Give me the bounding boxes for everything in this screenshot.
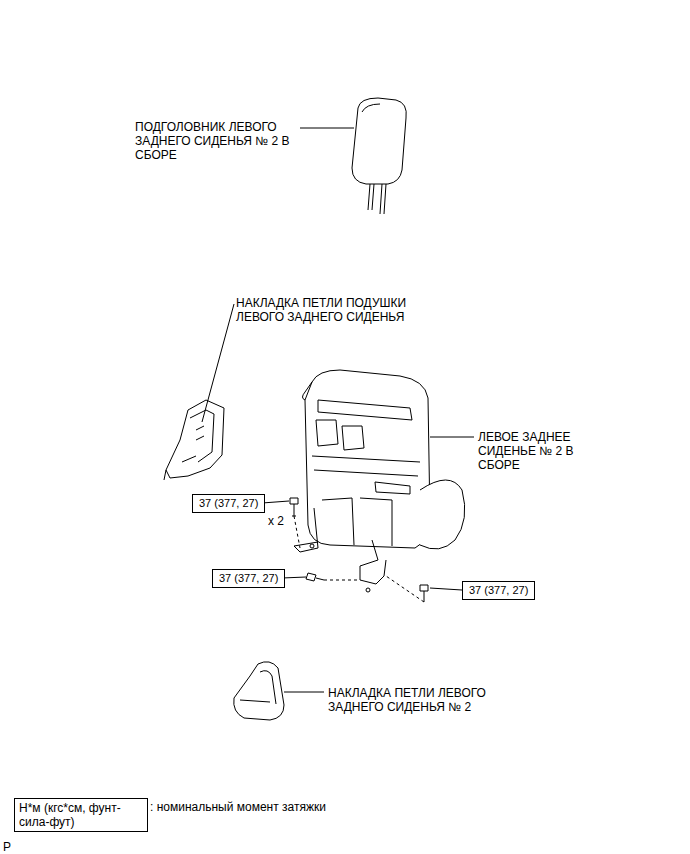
leader-line bbox=[430, 437, 474, 438]
hinge-cover-drawing bbox=[164, 400, 224, 480]
leader-line bbox=[284, 692, 324, 693]
quantity-mark: x 2 bbox=[268, 514, 284, 528]
torque-legend: Н*м (кгс*см, фунт-сила-фут): номинальный… bbox=[14, 798, 328, 832]
headrest-drawing bbox=[352, 98, 406, 214]
alignment-line bbox=[294, 516, 424, 602]
leader-line bbox=[262, 501, 289, 503]
torque-value: 37 (377, 27) bbox=[192, 494, 265, 513]
hinge-cover-drawing bbox=[234, 662, 284, 720]
seat-drawing bbox=[294, 370, 465, 592]
leader-line bbox=[202, 304, 234, 422]
torque-box: 37 (377, 27) bbox=[212, 569, 285, 588]
leader-line bbox=[282, 577, 306, 578]
torque-box: 37 (377, 27) bbox=[192, 494, 265, 513]
legend-text: : номинальный момент затяжки bbox=[148, 798, 328, 816]
unit-box: Н*м (кгс*см, фунт-сила-фут) bbox=[14, 798, 148, 832]
part-label: ЛЕВОЕ ЗАДНЕЕ СИДЕНЬЕ № 2 В СБОРЕ bbox=[478, 430, 596, 472]
torque-box: 37 (377, 27) bbox=[462, 581, 535, 600]
leader-line bbox=[430, 588, 462, 590]
leader-line bbox=[300, 128, 354, 129]
part-label: ПОДГОЛОВНИК ЛЕВОГО ЗАДНЕГО СИДЕНЬЯ № 2 В… bbox=[135, 120, 303, 162]
torque-value: 37 (377, 27) bbox=[462, 581, 535, 600]
figure-code: P bbox=[3, 840, 11, 854]
bolt-drawing bbox=[290, 498, 428, 602]
part-label: НАКЛАДКА ПЕТЛИ ПОДУШКИ ЛЕВОГО ЗАДНЕГО СИ… bbox=[236, 296, 451, 324]
torque-value: 37 (377, 27) bbox=[212, 569, 285, 588]
part-label: НАКЛАДКА ПЕТЛИ ЛЕВОГО ЗАДНЕГО СИДЕНЬЯ № … bbox=[328, 686, 518, 714]
